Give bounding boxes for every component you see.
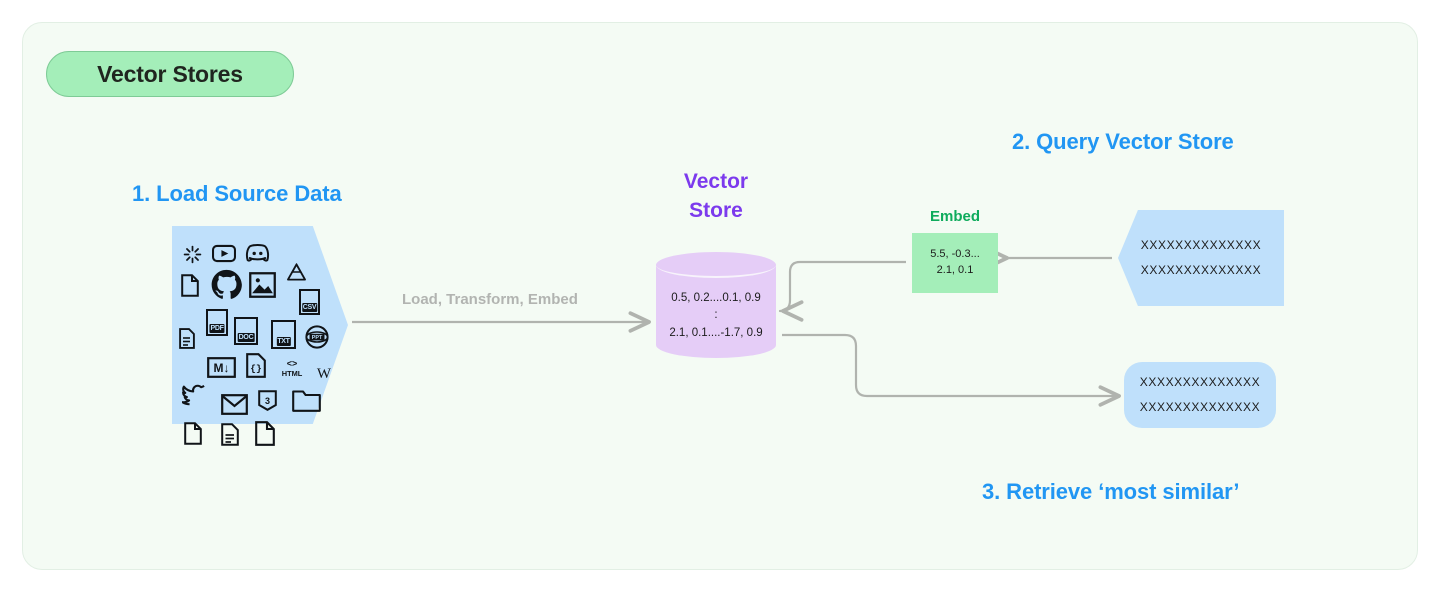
embed-label: Embed bbox=[929, 208, 980, 225]
discord-icon bbox=[244, 242, 270, 264]
embed-box: 5.5, -0.3... 2.1, 0.1 bbox=[912, 233, 998, 293]
svg-text:<>: <> bbox=[287, 359, 298, 369]
html-icon: <> HTML bbox=[277, 357, 307, 379]
page-file-icon bbox=[254, 420, 276, 446]
blank-file-icon bbox=[183, 421, 203, 445]
svg-text:HTML: HTML bbox=[282, 369, 303, 378]
pdf-file-icon: PDF bbox=[206, 309, 228, 336]
csv-file-icon: CSV bbox=[299, 289, 320, 315]
svg-text:{}: {} bbox=[250, 363, 261, 374]
google-drive-icon bbox=[285, 262, 307, 282]
cylinder-vectors: 0.5, 0.2....0.1, 0.9 : 2.1, 0.1....-1.7,… bbox=[656, 290, 776, 342]
vector-store-cylinder: 0.5, 0.2....0.1, 0.9 : 2.1, 0.1....-1.7,… bbox=[656, 252, 776, 358]
folder-icon bbox=[291, 386, 321, 412]
step-2-heading: 2. Query Vector Store bbox=[1012, 129, 1234, 154]
doc-file-icon: DOC bbox=[234, 317, 258, 345]
document-icon bbox=[178, 327, 196, 349]
cylinder-body bbox=[656, 265, 776, 345]
title-badge: Vector Stores bbox=[46, 51, 294, 97]
source-data-icon-cluster: CSV PDF DOC TXT bbox=[172, 226, 348, 446]
vector-store-title-line-2: Store bbox=[689, 198, 743, 222]
twitter-icon bbox=[181, 383, 207, 407]
svg-text:W: W bbox=[317, 366, 332, 382]
pipeline-arrow-label: Load, Transform, Embed bbox=[402, 291, 578, 308]
embed-vector-line-2: 2.1, 0.1 bbox=[936, 264, 974, 276]
github-icon bbox=[210, 268, 242, 300]
result-output-shape: XXXXXXXXXXXXXX XXXXXXXXXXXXXX bbox=[1124, 362, 1276, 428]
svg-text:PPT: PPT bbox=[312, 335, 323, 341]
youtube-icon bbox=[212, 242, 236, 264]
embed-vector-line-1: 5.5, -0.3... bbox=[930, 248, 980, 261]
slack-icon bbox=[182, 244, 202, 264]
result-text-line-2: XXXXXXXXXXXXXX bbox=[1139, 400, 1261, 414]
image-icon bbox=[248, 271, 276, 298]
query-text-line-2: XXXXXXXXXXXXXX bbox=[1140, 263, 1262, 277]
text-file-icon bbox=[220, 422, 240, 446]
css3-icon: 3 bbox=[257, 389, 277, 411]
cylinder-vector-row-2: : bbox=[714, 309, 718, 322]
json-code-file-icon: {} bbox=[245, 352, 267, 378]
result-text-line-1: XXXXXXXXXXXXXX bbox=[1139, 374, 1261, 389]
step-3-heading: 3. Retrieve ‘most similar’ bbox=[982, 479, 1240, 504]
ppt-file-icon: PPT bbox=[305, 325, 329, 349]
step-1-heading: 1. Load Source Data bbox=[132, 181, 342, 206]
wikipedia-icon: W bbox=[313, 362, 335, 382]
email-icon bbox=[220, 393, 248, 415]
vector-store-title-line-1: Vector bbox=[683, 170, 749, 193]
svg-text:3: 3 bbox=[264, 396, 269, 406]
svg-text:M↓: M↓ bbox=[213, 361, 229, 375]
cylinder-top bbox=[656, 252, 776, 278]
query-text-line-1: XXXXXXXXXXXXXX bbox=[1140, 237, 1262, 252]
query-input-shape: XXXXXXXXXXXXXX XXXXXXXXXXXXXX bbox=[1118, 210, 1284, 306]
cylinder-vector-row-1: 0.5, 0.2....0.1, 0.9 bbox=[671, 292, 761, 304]
txt-file-icon: TXT bbox=[271, 320, 296, 349]
vector-store-title: Vector Store bbox=[656, 168, 776, 226]
cylinder-vector-row-3: 2.1, 0.1....-1.7, 0.9 bbox=[669, 326, 763, 339]
title-badge-label: Vector Stores bbox=[97, 60, 243, 87]
file-icon bbox=[180, 273, 200, 297]
markdown-icon: M↓ bbox=[206, 356, 236, 378]
